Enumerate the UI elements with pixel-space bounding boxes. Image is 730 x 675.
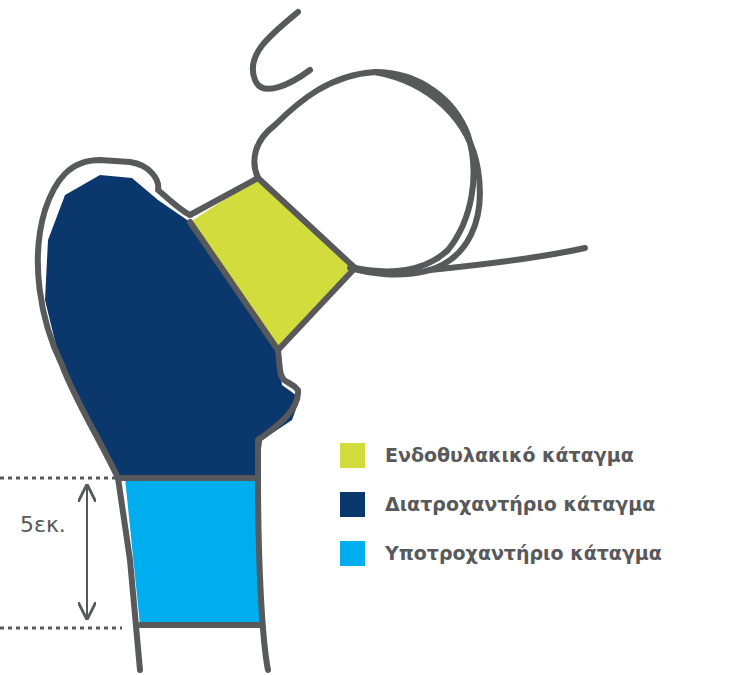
- subtrochanteric-region: [125, 478, 262, 625]
- acetabulum-rim: [253, 12, 310, 89]
- legend-swatch: [340, 541, 365, 566]
- subtrochanteric-bottom-line: [140, 622, 262, 628]
- neck-base-line: [190, 222, 278, 350]
- dimension-arrow: [86, 486, 88, 618]
- legend-swatch: [340, 492, 365, 517]
- legend-swatch: [340, 443, 365, 468]
- subtrochanteric-top-line: [118, 475, 258, 481]
- legend-text: Υποτροχαντήριο κάταγμα: [385, 542, 662, 564]
- dimension-label: 5εκ.: [20, 512, 66, 537]
- legend-text: Ενδοθυλακικό κάταγμα: [385, 444, 634, 466]
- pelvis-line: [430, 248, 585, 270]
- bone-outline: [38, 12, 585, 670]
- femur-left-outline: [38, 160, 258, 670]
- neck-head-line: [258, 178, 355, 268]
- acetabulum-outline: [350, 72, 480, 274]
- dimension-line-top: [0, 477, 118, 480]
- femur-right-outline: [258, 268, 355, 670]
- legend-text: Διατροχαντήριο κάταγμα: [385, 493, 655, 515]
- dimension-line-bottom: [0, 627, 122, 630]
